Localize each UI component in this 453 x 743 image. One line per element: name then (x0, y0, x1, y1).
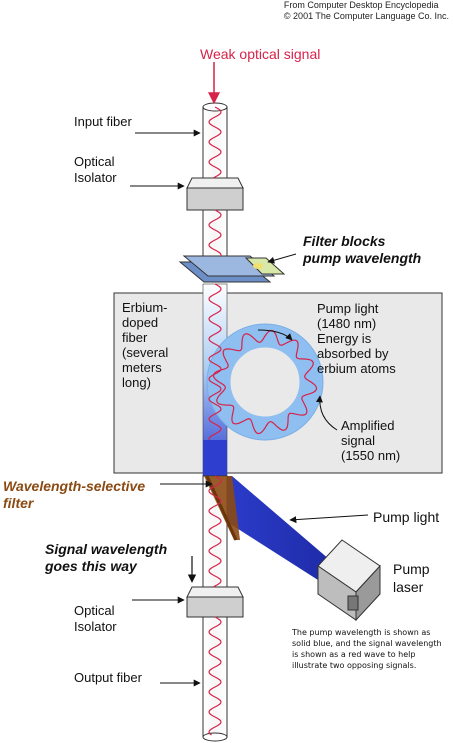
wsf-label-1: Wavelength-selective (3, 478, 146, 494)
output-fiber (202, 616, 228, 742)
optical-isolator-bottom (186, 586, 244, 618)
isolator-bottom-label-2: Isolator (74, 619, 117, 634)
filter-blocks-arrow (267, 253, 297, 264)
erbium-fiber-label: Erbium- doped fiber (several meters long… (122, 300, 168, 390)
wsf-label-2: filter (3, 495, 34, 511)
filter-blocks-label-1: Filter blocks (303, 233, 386, 249)
pump-laser-label-2: laser (393, 579, 424, 595)
isolator-bottom-label-1: Optical (74, 603, 115, 618)
amplified-label-1: Amplified (341, 418, 395, 433)
pump-laser (317, 539, 381, 622)
erbium-fiber-coil (206, 323, 324, 441)
caption-note: The pump wavelength is shown as solid bl… (292, 628, 442, 670)
erbium-label-5: meters (122, 360, 162, 375)
input-fiber-label: Input fiber (74, 114, 132, 129)
amplified-signal-label: Amplified signal (1550 nm) (341, 418, 400, 463)
filter-blocks-label-2: pump wavelength (303, 250, 422, 266)
erbium-fiber-lower (203, 440, 227, 476)
amplified-label-3: (1550 nm) (341, 448, 401, 463)
isolator-top-label-1: Optical (74, 154, 115, 169)
erbium-label-1: Erbium- (122, 300, 168, 315)
erbium-label-6: long) (122, 375, 151, 390)
pump-light-box-label-1: Pump light (317, 301, 379, 316)
credit-line-1: From Computer Desktop Encyclopedia (283, 0, 439, 10)
credit-line-2: © 2001 The Computer Language Co. Inc. (283, 11, 449, 21)
wavelength-selective-filter-label: Wavelength-selective filter (3, 478, 145, 512)
pump-light-curve-arrow (257, 329, 293, 341)
credit-line: From Computer Desktop Encyclopedia © 200… (284, 0, 449, 22)
output-fiber-label: Output fiber (74, 670, 142, 685)
energy-label-3: erbium atoms (317, 361, 396, 376)
pump-laser-label: Pump laser (393, 560, 430, 596)
isolator-top-label-2: Isolator (74, 170, 117, 185)
isolator-bottom-label: Optical Isolator (74, 603, 117, 635)
energy-label-2: absorbed by (317, 346, 389, 361)
filter-blocks-label: Filter blocks pump wavelength (303, 233, 421, 267)
pump-laser-label-1: Pump (393, 561, 430, 577)
signal-wave (208, 106, 222, 736)
isolator-top-label: Optical Isolator (74, 154, 117, 186)
signal-wave-coil (212, 329, 318, 435)
pump-light-box-label-2: (1480 nm) (317, 316, 377, 331)
amplified-label-2: signal (341, 433, 375, 448)
signal-way-label: Signal wavelength goes this way (45, 541, 167, 575)
optical-isolator-top (186, 177, 244, 211)
signal-way-label-1: Signal wavelength (45, 541, 168, 557)
pump-light-label: Pump light (373, 509, 440, 525)
input-fiber (202, 102, 228, 190)
pump-beam (210, 476, 330, 580)
amplified-curve-arrow (315, 395, 338, 431)
fiber-segment-upper (202, 209, 228, 261)
pump-light-box-label: Pump light (1480 nm) Energy is absorbed … (317, 301, 396, 376)
pump-light-arrow (289, 514, 369, 524)
erbium-label-4: (several (122, 345, 169, 360)
erbium-label-3: fiber (122, 330, 148, 345)
pump-block-filter (178, 255, 286, 283)
erbium-label-2: doped (122, 315, 159, 330)
signal-way-label-2: goes this way (45, 558, 137, 574)
weak-signal-label: Weak optical signal (200, 46, 321, 62)
energy-label-1: Energy is (317, 331, 372, 346)
